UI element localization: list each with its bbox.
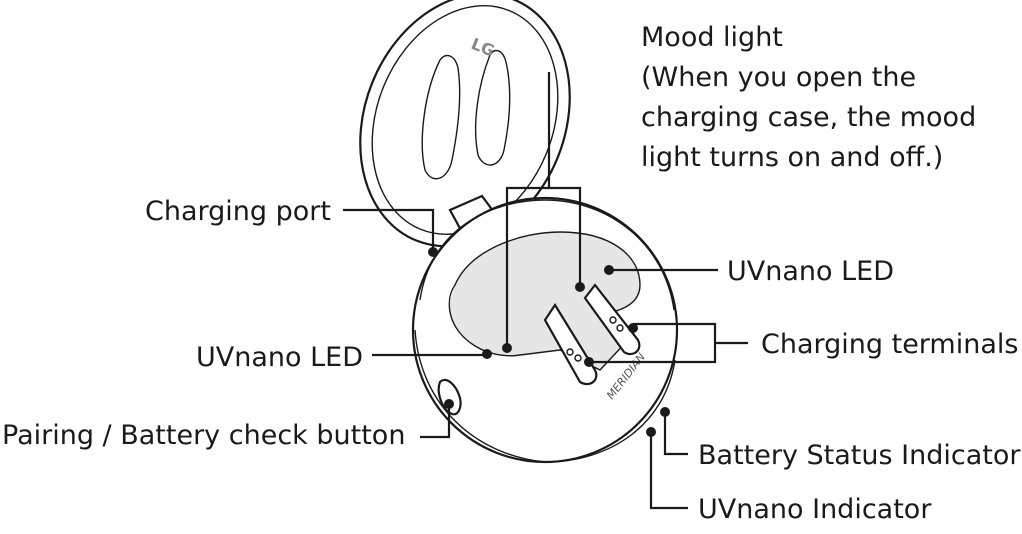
uvnano-led-left-label: UVnano LED	[196, 342, 363, 373]
pairing-button-label: Pairing / Battery check button	[2, 420, 405, 451]
pairing-button	[437, 378, 462, 416]
earbud-stem-right	[583, 283, 641, 356]
leader-lines	[343, 72, 748, 510]
charging-port-label: Charging port	[145, 196, 331, 227]
mood-light-note-line-3: light turns on and off.)	[641, 142, 943, 173]
battery-status-label: Battery Status Indicator	[698, 440, 1021, 471]
uvnano-indicator-label: UVnano Indicator	[698, 494, 932, 525]
earbud-stem-left	[543, 302, 598, 386]
case-body: MERIDIAN	[411, 196, 679, 464]
mood-light-title: Mood light	[641, 22, 783, 53]
terminal-dot-2	[628, 323, 638, 333]
case-lid: LG	[359, 0, 571, 248]
mood-light-note-line-1: (When you open the	[641, 62, 916, 93]
mood-light-note-line-2: charging case, the mood	[641, 102, 976, 133]
mood-light-label: Mood light (When you open the charging c…	[641, 22, 976, 173]
uvnano-led-right-label: UVnano LED	[727, 256, 894, 287]
charging-terminals-label: Charging terminals	[761, 329, 1018, 360]
earbud-tray	[448, 231, 641, 371]
